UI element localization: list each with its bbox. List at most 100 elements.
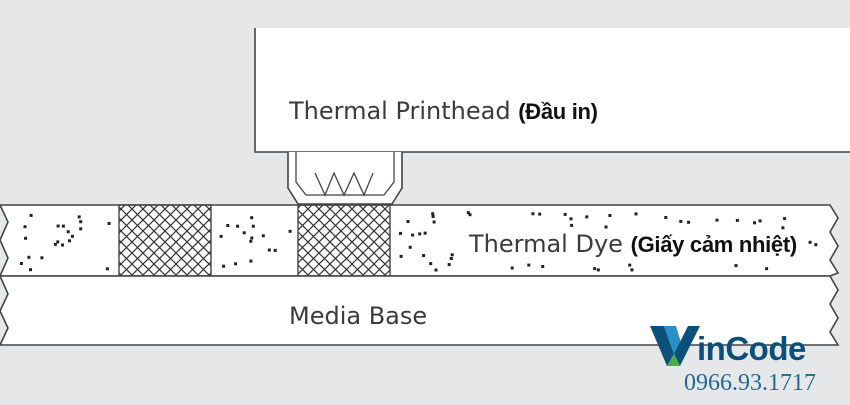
dye-particle bbox=[61, 224, 65, 228]
dye-particle bbox=[510, 266, 514, 270]
dye-particle bbox=[56, 224, 60, 228]
dye-particle bbox=[288, 229, 292, 233]
dye-particle bbox=[399, 254, 403, 258]
dye-particle bbox=[261, 234, 265, 238]
dye-particle bbox=[27, 255, 31, 259]
media-base-layer bbox=[0, 275, 840, 346]
dye-particle bbox=[449, 257, 453, 260]
heated-dye-area-right bbox=[297, 204, 391, 277]
dye-particle bbox=[758, 219, 762, 223]
dye-particle bbox=[604, 225, 608, 229]
dye-particle bbox=[563, 212, 567, 216]
dye-particle bbox=[61, 243, 64, 247]
dye-particle bbox=[222, 264, 226, 268]
printhead-block bbox=[255, 28, 850, 152]
dye-particle bbox=[753, 221, 756, 225]
dye-particle bbox=[29, 268, 32, 272]
dye-particle bbox=[628, 263, 632, 267]
dye-particle bbox=[107, 222, 111, 225]
heating-element bbox=[287, 152, 403, 205]
dye-particle bbox=[234, 262, 238, 266]
dye-particle bbox=[24, 236, 28, 240]
dye-particles bbox=[19, 211, 818, 272]
dye-particle bbox=[408, 245, 412, 249]
dye-particle bbox=[527, 263, 531, 267]
dye-particle bbox=[23, 225, 27, 229]
dye-particle bbox=[585, 215, 589, 219]
dye-particle bbox=[68, 239, 71, 243]
dye-particle bbox=[715, 218, 719, 222]
dye-particle bbox=[267, 248, 271, 252]
dye-particle bbox=[734, 264, 738, 268]
dye-particle bbox=[434, 268, 438, 272]
heated-dye-area-left bbox=[118, 204, 212, 277]
dye-particle bbox=[450, 253, 454, 257]
dye-particle bbox=[431, 215, 435, 218]
printhead-label-vi: (Đầu in) bbox=[518, 99, 598, 124]
heating-element-inner bbox=[295, 152, 395, 196]
dye-particle bbox=[781, 226, 785, 230]
dye-particle bbox=[53, 242, 57, 246]
dye-particle bbox=[814, 243, 818, 247]
thermal-dye-label-en: Thermal Dye bbox=[469, 230, 623, 258]
thermal-dye-label-vi: (Giấy cảm nhiệt) bbox=[630, 232, 798, 257]
dye-particle bbox=[423, 231, 427, 235]
dye-particle bbox=[735, 218, 739, 222]
dye-particle bbox=[411, 233, 415, 237]
heating-zigzag bbox=[314, 171, 374, 197]
dye-particle bbox=[429, 262, 433, 266]
dye-particle bbox=[422, 254, 426, 257]
dye-particle bbox=[273, 248, 277, 252]
dye-particle bbox=[431, 212, 435, 216]
dye-particle bbox=[570, 223, 574, 227]
brand-phone: 0966.93.1717 bbox=[684, 370, 816, 396]
dye-particle bbox=[236, 224, 240, 228]
dye-particle bbox=[249, 239, 253, 243]
dye-particle bbox=[250, 216, 254, 220]
dye-particle bbox=[251, 224, 255, 228]
dye-particle bbox=[808, 240, 812, 244]
dye-particle bbox=[406, 220, 410, 223]
wincode-logo-icon bbox=[650, 326, 700, 366]
dye-particle bbox=[77, 215, 81, 219]
dye-particle bbox=[105, 267, 109, 271]
dye-particle bbox=[418, 232, 422, 236]
dye-particle bbox=[219, 234, 223, 238]
dye-particle bbox=[630, 268, 634, 272]
dye-particle bbox=[634, 212, 638, 216]
dye-particle bbox=[432, 220, 436, 224]
dye-particle bbox=[40, 256, 44, 260]
dye-particle bbox=[70, 234, 74, 238]
thermal-dye-label: Thermal Dye (Giấy cảm nhiệt) bbox=[469, 230, 797, 258]
dye-particle bbox=[593, 267, 597, 271]
dye-particle bbox=[608, 214, 612, 217]
brand-logo-text: inCode bbox=[697, 330, 806, 367]
dye-particle bbox=[569, 217, 573, 221]
dye-particle bbox=[531, 212, 535, 216]
dye-particle bbox=[541, 265, 545, 268]
dye-particle bbox=[783, 217, 787, 221]
dye-particle bbox=[79, 220, 83, 224]
dye-particle bbox=[466, 211, 470, 215]
dye-particle bbox=[664, 216, 668, 219]
dye-particle bbox=[765, 267, 769, 271]
dye-particle bbox=[19, 262, 23, 265]
dye-particle bbox=[242, 231, 246, 235]
dye-particle bbox=[250, 236, 254, 240]
printhead-label-en: Thermal Printhead bbox=[289, 97, 511, 125]
printhead-outline bbox=[254, 28, 850, 153]
dye-particle bbox=[538, 212, 542, 216]
dye-particle bbox=[226, 224, 230, 227]
dye-particle bbox=[447, 263, 451, 267]
dye-particle bbox=[687, 220, 691, 224]
printhead-label: Thermal Printhead (Đầu in) bbox=[289, 97, 598, 125]
media-base-label: Media Base bbox=[289, 302, 428, 330]
dye-particle bbox=[249, 259, 253, 263]
dye-particle bbox=[29, 213, 33, 217]
dye-particle bbox=[66, 230, 70, 234]
dye-particle bbox=[468, 213, 472, 217]
dye-particle bbox=[399, 231, 402, 235]
dye-particle bbox=[79, 227, 83, 231]
dye-particle bbox=[56, 240, 60, 244]
